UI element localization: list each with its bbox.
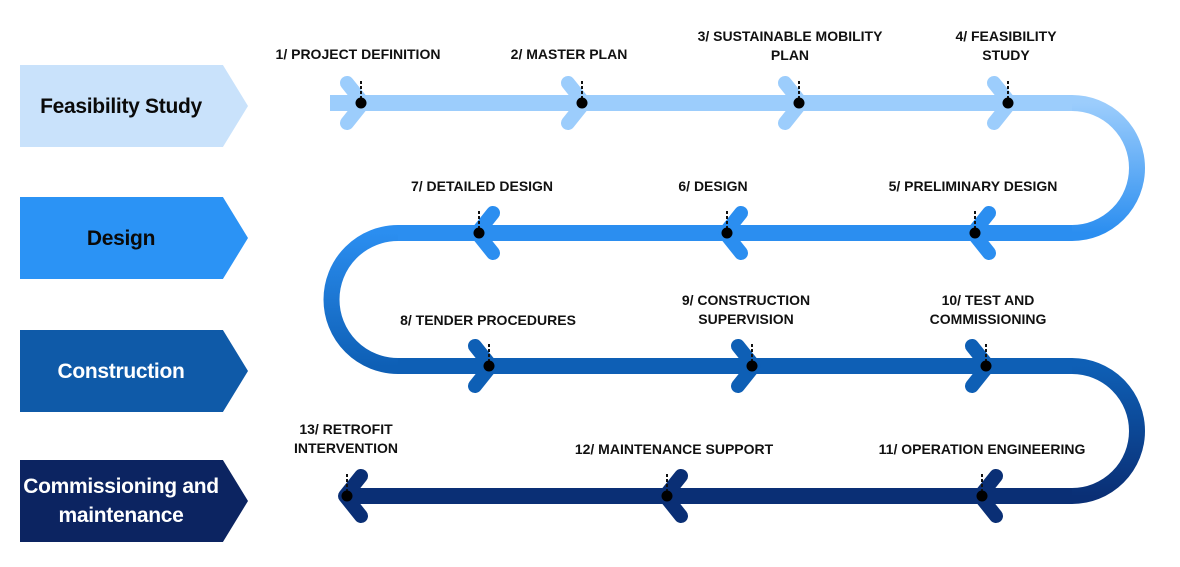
step-marker-12 [658,469,688,523]
step-dot [721,227,733,239]
step-label-8: 8/ TENDER PROCEDURES [400,311,576,330]
phase-label: Commissioning and maintenance [23,475,219,527]
step-label-line: 12/ MAINTENANCE SUPPORT [574,441,774,457]
step-marker-5 [966,206,996,260]
step-dot [746,360,758,372]
step-dot [483,360,495,372]
step-marker-13 [338,469,368,523]
step-label-12: 12/ MAINTENANCE SUPPORT [575,440,773,459]
step-label-1: 1/ PROJECT DEFINITION [276,45,441,64]
step-marker-9 [731,339,761,393]
step-label-line: 11/ OPERATION ENGINEERING [878,441,1086,457]
step-label-6: 6/ DESIGN [678,177,747,196]
step-label-9: 9/ CONSTRUCTION SUPERVISION [682,291,810,329]
step-dot [576,97,588,109]
road-loop-right-2 [1071,358,1145,504]
step-label-10: 10/ TEST AND COMMISSIONING [930,291,1047,329]
step-label-3: 3/ SUSTAINABLE MOBILITY PLAN [698,27,883,65]
step-label-line: 4/ FEASIBILITY [955,28,1057,44]
phase-label: Construction [57,359,185,383]
step-label-line: STUDY [982,47,1030,63]
phase-commissioning-maintenance: Commissioning and maintenance [20,460,248,542]
step-dot [1002,97,1014,109]
step-marker-2 [561,76,591,130]
step-marker-4 [987,76,1017,130]
step-label-line: SUPERVISION [698,311,794,327]
step-label-line: INTERVENTION [294,440,398,456]
phase-label: Feasibility Study [40,94,202,118]
step-label-line: 5/ PRELIMINARY DESIGN [888,178,1058,194]
step-dot [793,97,805,109]
step-label-line: 6/ DESIGN [678,178,748,194]
step-label-5: 5/ PRELIMINARY DESIGN [889,177,1058,196]
step-label-line: 13/ RETROFIT [299,421,393,437]
step-label-13: 13/ RETROFIT INTERVENTION [294,420,398,458]
step-marker-3 [778,76,808,130]
phase-construction: Construction [20,330,248,412]
step-dot [341,490,353,502]
step-marker-6 [718,206,748,260]
step-label-line: 8/ TENDER PROCEDURES [400,312,576,328]
step-dot [976,490,988,502]
step-label-4: 4/ FEASIBILITY STUDY [955,27,1056,65]
step-marker-1 [340,76,370,130]
step-label-line: PLAN [770,47,810,63]
step-label-7: 7/ DETAILED DESIGN [411,177,553,196]
step-marker-11 [973,469,1003,523]
phase-design: Design [20,197,248,279]
step-label-line: 2/ MASTER PLAN [510,46,628,62]
step-label-line: 7/ DETAILED DESIGN [410,178,554,194]
step-label-line: 9/ CONSTRUCTION [681,292,811,308]
step-label-line: 10/ TEST AND [941,292,1035,308]
step-marker-7 [470,206,500,260]
road-loop-right-1 [1071,95,1145,241]
step-dot [473,227,485,239]
step-label-2: 2/ MASTER PLAN [511,45,628,64]
step-label-line: 3/ SUSTAINABLE MOBILITY [697,28,883,44]
step-dot [969,227,981,239]
step-marker-10 [965,339,995,393]
step-label-11: 11/ OPERATION ENGINEERING [879,440,1086,459]
phase-label: Design [86,226,156,250]
step-label-line: 1/ PROJECT DEFINITION [275,46,441,62]
road-loop-left [323,225,399,374]
step-marker-8 [468,339,498,393]
phase-feasibility-study: Feasibility Study [20,65,248,147]
step-dot [980,360,992,372]
step-dot [661,490,673,502]
step-label-line: COMMISSIONING [929,311,1047,327]
step-dot [355,97,367,109]
